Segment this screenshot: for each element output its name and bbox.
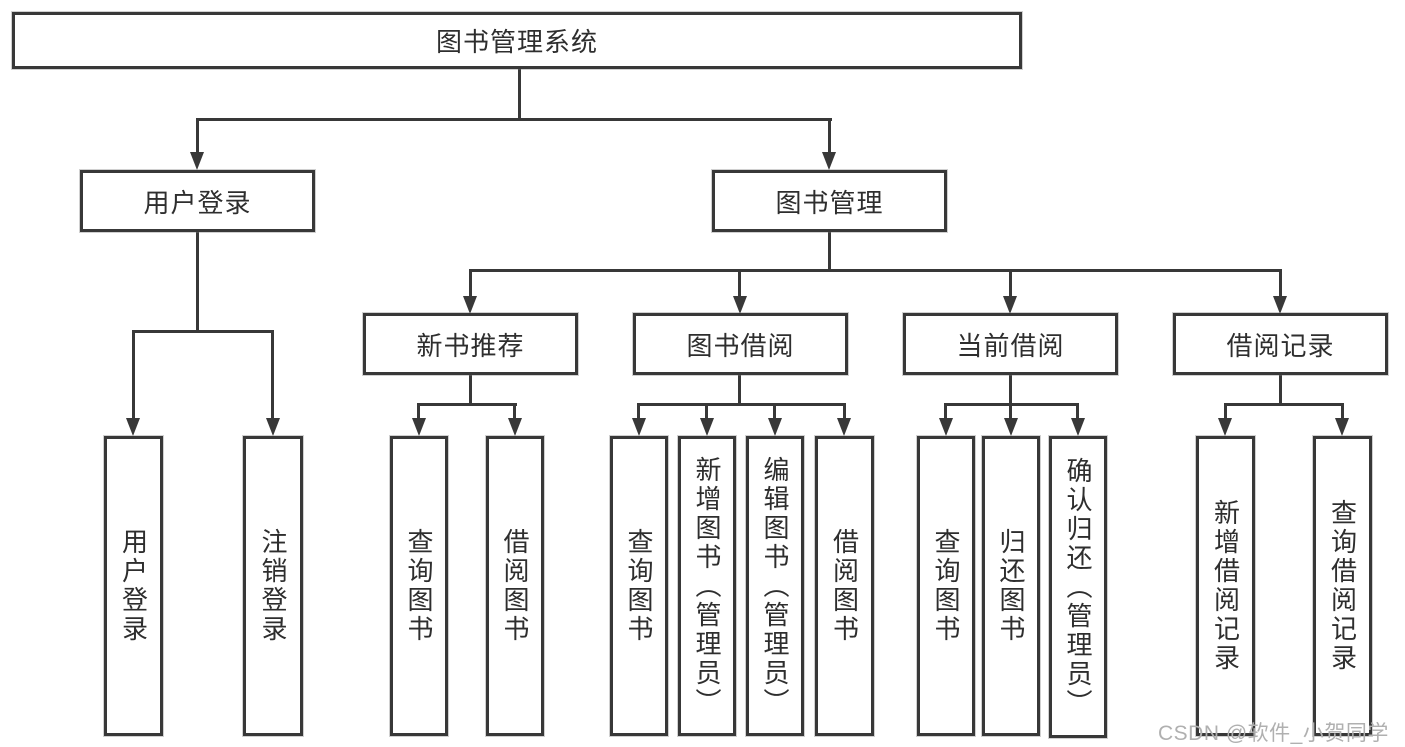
connector-arrow: [508, 418, 522, 436]
node-label: 编辑图书（管理员）: [760, 455, 790, 717]
leaf-borrow-edit-books-admin: 编辑图书（管理员）: [746, 436, 804, 736]
connector-line: [469, 375, 472, 406]
node-label: 图书管理: [775, 187, 884, 218]
node-label: 借阅记录: [1226, 330, 1335, 361]
connector-arrow: [632, 418, 646, 436]
node-label: 查询图书: [931, 528, 961, 644]
connector-arrow: [126, 418, 140, 436]
node-user-login: 用户登录: [80, 170, 315, 232]
node-label: 确认归还（管理员）: [1063, 456, 1093, 718]
connector-line: [828, 231, 831, 272]
connector-arrow: [822, 152, 836, 170]
connector-line: [773, 403, 776, 420]
leaf-records-add-record: 新增借阅记录: [1196, 436, 1255, 736]
connector-line: [1076, 403, 1079, 420]
node-label: 图书借阅: [686, 330, 795, 361]
connector-arrow: [266, 418, 280, 436]
connector-line: [1279, 375, 1282, 406]
leaf-current-query-books: 查询图书: [917, 436, 975, 736]
connector-arrow: [1071, 418, 1085, 436]
node-book-management: 图书管理: [712, 170, 947, 232]
csdn-watermark: CSDN @软件_小贺同学: [1158, 722, 1389, 745]
connector-line: [944, 403, 947, 420]
connector-line: [637, 403, 640, 420]
node-current-borrow: 当前借阅: [903, 313, 1118, 375]
node-label: 查询图书: [404, 528, 434, 644]
node-label: 借阅图书: [500, 528, 530, 644]
connector-line: [705, 403, 708, 420]
node-label: 查询图书: [624, 528, 654, 644]
connector-arrow: [1218, 418, 1232, 436]
connector-line: [738, 269, 741, 298]
leaf-logout: 注销登录: [243, 436, 303, 736]
connector-line: [637, 403, 846, 406]
connector-line: [513, 403, 516, 420]
leaf-current-return-books: 归还图书: [982, 436, 1040, 736]
connector-line: [1009, 375, 1012, 406]
connector-line: [196, 118, 832, 121]
node-label: 新增借阅记录: [1210, 499, 1241, 673]
connector-arrow: [412, 418, 426, 436]
connector-line: [518, 69, 521, 121]
node-new-book-recommend: 新书推荐: [363, 313, 578, 375]
node-root: 图书管理系统: [12, 12, 1022, 69]
leaf-recommend-borrow-books: 借阅图书: [486, 436, 544, 736]
leaf-user-login: 用户登录: [104, 436, 163, 736]
node-label: 图书管理系统: [435, 27, 598, 57]
connector-arrow: [700, 418, 714, 436]
leaf-borrow-add-books-admin: 新增图书（管理员）: [678, 436, 736, 736]
connector-line: [132, 330, 135, 420]
connector-arrow: [837, 418, 851, 436]
connector-line: [1341, 403, 1344, 420]
connector-line: [469, 269, 472, 298]
node-borrow-records: 借阅记录: [1173, 313, 1388, 375]
node-book-borrow: 图书借阅: [633, 313, 848, 375]
connector-line: [828, 118, 831, 154]
node-label: 查询借阅记录: [1327, 499, 1358, 673]
connector-line: [843, 403, 846, 420]
connector-arrow: [190, 152, 204, 170]
connector-line: [1224, 403, 1227, 420]
connector-line: [196, 231, 199, 333]
connector-line: [1224, 403, 1344, 406]
connector-line: [132, 330, 274, 333]
node-label: 归还图书: [996, 528, 1026, 644]
leaf-current-confirm-return-admin: 确认归还（管理员）: [1049, 436, 1107, 738]
connector-line: [469, 269, 1281, 272]
connector-line: [1279, 269, 1282, 298]
connector-arrow: [463, 296, 477, 314]
connector-arrow: [733, 296, 747, 314]
connector-arrow: [1335, 418, 1349, 436]
connector-arrow: [1003, 296, 1017, 314]
connector-line: [1009, 403, 1012, 420]
connector-arrow: [939, 418, 953, 436]
leaf-recommend-query-books: 查询图书: [390, 436, 448, 736]
connector-line: [417, 403, 420, 420]
node-label: 借阅图书: [829, 528, 860, 644]
node-label: 注销登录: [258, 528, 288, 644]
connector-line: [738, 375, 741, 406]
connector-arrow: [768, 418, 782, 436]
leaf-borrow-borrow-books: 借阅图书: [815, 436, 874, 736]
node-label: 当前借阅: [956, 330, 1065, 361]
connector-line: [196, 118, 199, 154]
node-label: 新书推荐: [416, 330, 525, 361]
node-label: 用户登录: [143, 187, 252, 218]
connector-line: [271, 330, 274, 420]
leaf-records-query-record: 查询借阅记录: [1313, 436, 1372, 736]
node-label: 新增图书（管理员）: [692, 455, 722, 717]
connector-line: [417, 403, 517, 406]
node-label: 用户登录: [118, 528, 149, 644]
connector-arrow: [1273, 296, 1287, 314]
connector-arrow: [1004, 418, 1018, 436]
connector-line: [1009, 269, 1012, 298]
leaf-borrow-query-books: 查询图书: [610, 436, 668, 736]
